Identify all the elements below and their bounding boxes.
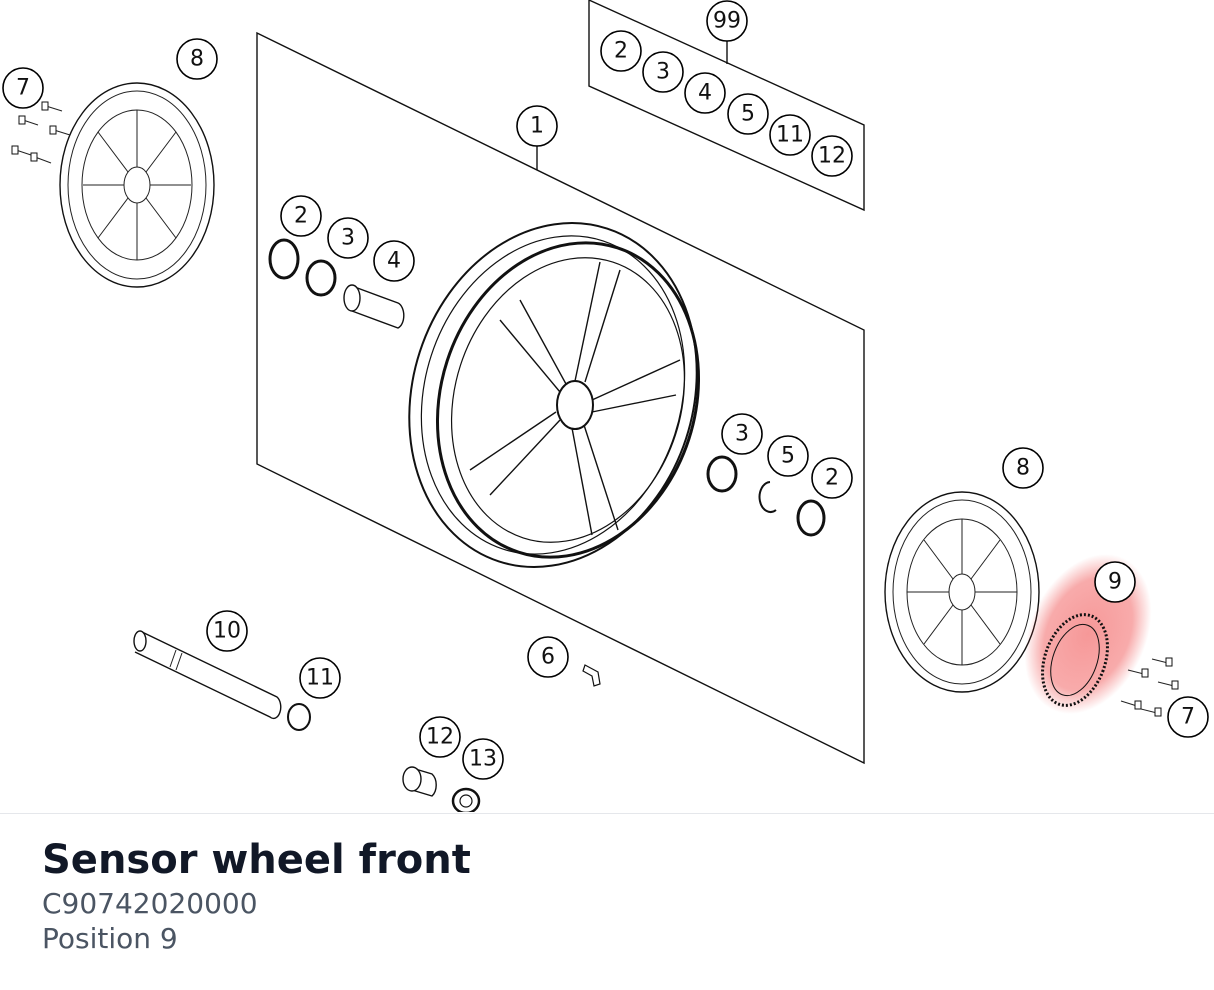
callout-2-right[interactable]: 2 [811, 457, 853, 499]
callout-label: 9 [1108, 570, 1122, 595]
sensor-wheel[interactable] [1031, 606, 1120, 715]
callout-label: 3 [341, 226, 355, 251]
callout-label: 6 [541, 645, 555, 670]
spacer-sleeve[interactable] [343, 284, 405, 329]
bolts-right[interactable] [1120, 657, 1179, 717]
callout-7-left[interactable]: 7 [2, 67, 44, 109]
callout-2-left[interactable]: 2 [280, 195, 322, 237]
divider [0, 813, 1214, 814]
circlip-right[interactable] [758, 481, 777, 513]
callout-4-left[interactable]: 4 [373, 240, 415, 282]
distance-ring[interactable] [287, 703, 311, 731]
kit-99-box [588, 0, 865, 212]
callout-label: 5 [741, 102, 755, 127]
callout-8-left[interactable]: 8 [176, 38, 218, 80]
seal-ring-left[interactable] [268, 238, 300, 280]
tire-valve[interactable] [582, 664, 601, 687]
callout-label: 4 [387, 249, 401, 274]
wheel-assembly-box [256, 31, 865, 765]
callout-3-left[interactable]: 3 [327, 217, 369, 259]
callout-label: 2 [614, 39, 628, 64]
callout-label: 12 [426, 725, 454, 750]
brake-disc-right[interactable] [884, 491, 1040, 693]
spacer-bushing[interactable] [402, 766, 437, 797]
callout-label: 3 [735, 422, 749, 447]
callout-label: 7 [1181, 705, 1195, 730]
callout-label: 1 [530, 114, 544, 139]
wheel-spindle[interactable] [133, 630, 282, 720]
bearing-right[interactable] [706, 455, 738, 493]
bolts-left[interactable] [11, 101, 71, 164]
callout-label: 2 [825, 466, 839, 491]
part-title: Sensor wheel front [42, 837, 471, 883]
callout-label: 99 [713, 9, 741, 34]
callout-11[interactable]: 11 [299, 657, 341, 699]
callout-label: 10 [213, 619, 241, 644]
diagram-svg: 7 8 99 2 3 4 5 11 12 1 2 3 4 3 5 2 8 9 7… [2, 0, 1209, 812]
part-number: C90742020000 [42, 887, 258, 920]
callout-label: 8 [190, 47, 204, 72]
callout-9[interactable]: 9 [1094, 561, 1136, 603]
callout-1[interactable]: 1 [516, 105, 558, 147]
callout-label: 7 [16, 76, 30, 101]
exploded-parts-diagram: 7 8 99 2 3 4 5 11 12 1 2 3 4 3 5 2 8 9 7… [2, 0, 1209, 812]
callout-12[interactable]: 12 [419, 716, 461, 758]
callout-label: 2 [294, 204, 308, 229]
brake-disc-left[interactable] [59, 82, 215, 288]
part-position: Position 9 [42, 922, 178, 955]
seal-ring-right[interactable] [796, 499, 826, 537]
part-info: Sensor wheel front C90742020000 Position… [42, 834, 471, 956]
callout-4-kit[interactable]: 4 [684, 72, 726, 114]
callout-7-right[interactable]: 7 [1167, 696, 1209, 738]
callout-label: 11 [776, 123, 804, 148]
callout-label: 8 [1016, 456, 1030, 481]
bearing-left[interactable] [305, 259, 337, 297]
callout-12-kit[interactable]: 12 [811, 135, 853, 177]
callout-5-right[interactable]: 5 [767, 435, 809, 477]
callout-5-kit[interactable]: 5 [727, 93, 769, 135]
callout-2-kit[interactable]: 2 [600, 30, 642, 72]
callout-3-kit[interactable]: 3 [642, 51, 684, 93]
bearing-bushing[interactable] [451, 787, 481, 812]
callout-13[interactable]: 13 [462, 738, 504, 780]
callout-label: 3 [656, 60, 670, 85]
callout-label: 4 [698, 81, 712, 106]
callout-label: 13 [469, 747, 497, 772]
callout-label: 11 [306, 666, 334, 691]
callout-10[interactable]: 10 [206, 610, 248, 652]
callout-8-right[interactable]: 8 [1002, 447, 1044, 489]
front-wheel-rim[interactable] [366, 185, 740, 604]
callout-6[interactable]: 6 [527, 636, 569, 678]
callout-label: 5 [781, 444, 795, 469]
callout-99[interactable]: 99 [706, 0, 748, 42]
callout-label: 12 [818, 144, 846, 169]
callout-11-kit[interactable]: 11 [769, 114, 811, 156]
callout-3-right[interactable]: 3 [721, 413, 763, 455]
